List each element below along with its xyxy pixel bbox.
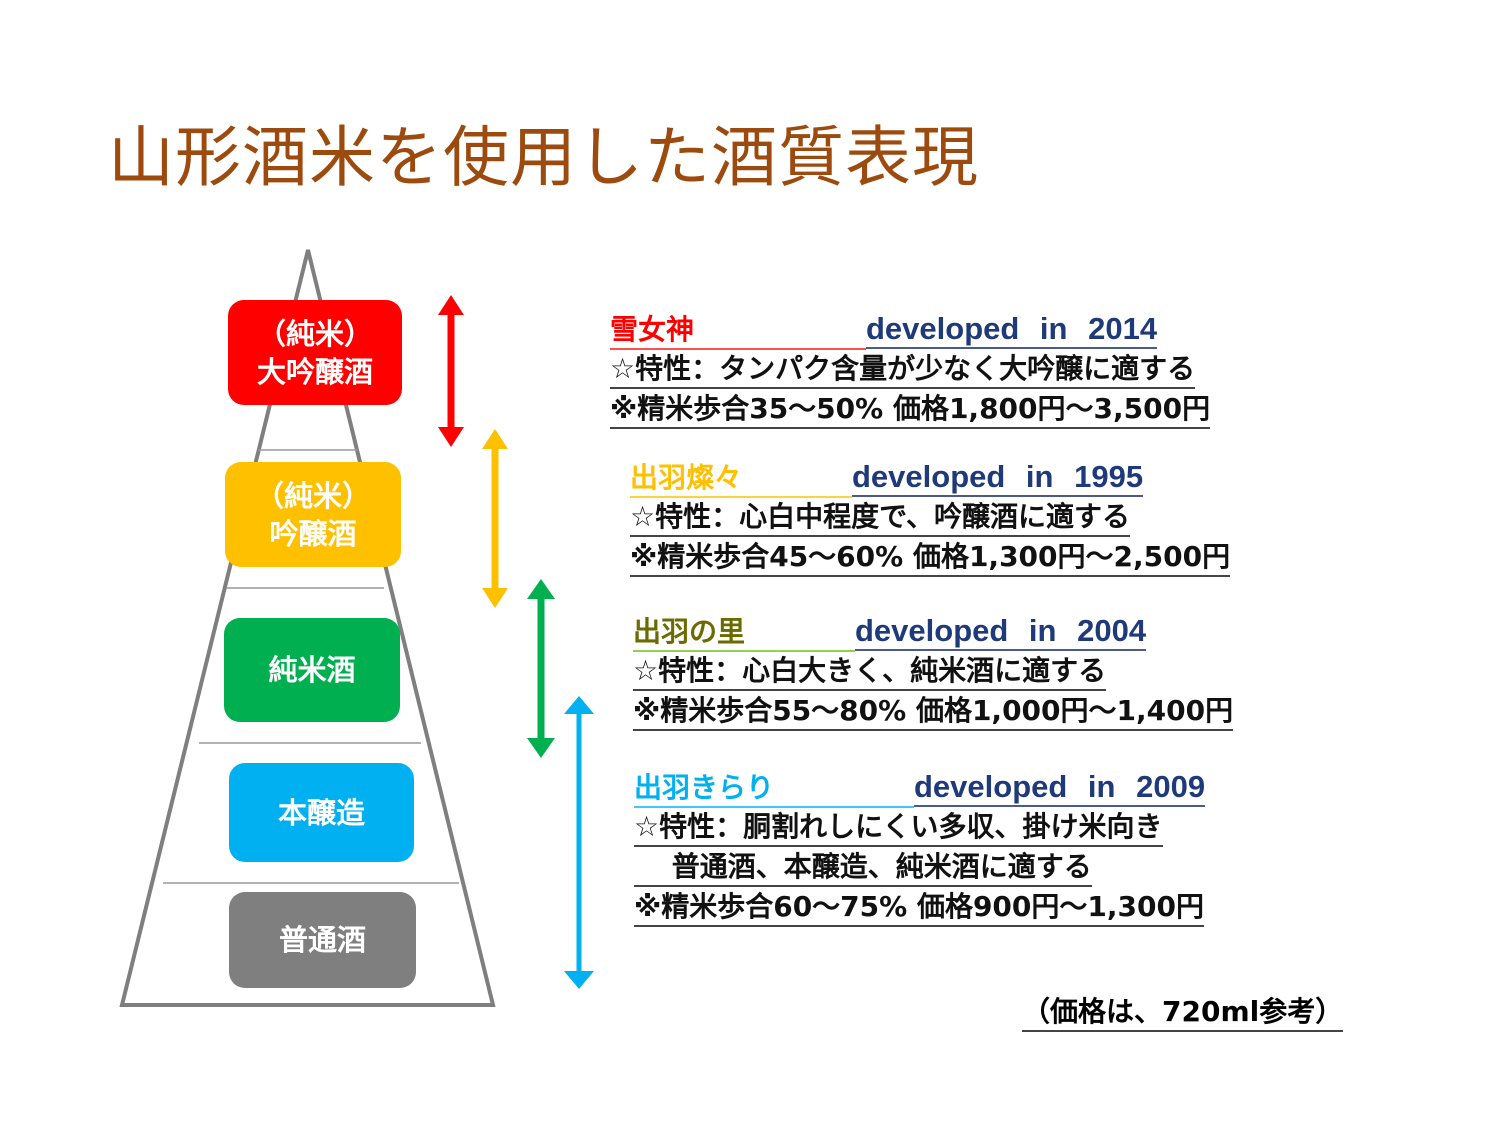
- range-arrow-green: [527, 579, 555, 758]
- rice-polish-price: ※精米歩合35～50% 価格1,800円～3,500円: [610, 392, 1211, 429]
- developed-year: developed in 1995: [852, 459, 1144, 497]
- pyramid-tier-junmai: 純米酒: [224, 618, 400, 722]
- rice-polish-price: ※精米歩合55～80% 価格1,000円～1,400円: [633, 694, 1234, 731]
- developed-year: developed in 2004: [855, 613, 1147, 651]
- rice-feature: ☆特性：心白中程度で、吟醸酒に適する: [630, 500, 1130, 537]
- rice-name: 雪女神: [610, 313, 866, 350]
- rice-name: 出羽きらり: [634, 771, 914, 808]
- pyramid-tier-futsushu: 普通酒: [229, 892, 416, 988]
- slide-title: 山形酒米を使用した酒質表現: [108, 119, 979, 196]
- rice-polish-price: ※精米歩合60～75% 価格900円～1,300円: [634, 890, 1204, 927]
- rice-name: 出羽燦々: [630, 461, 852, 498]
- rice-name: 出羽の里: [633, 615, 855, 652]
- developed-year: developed in 2014: [866, 311, 1158, 349]
- price-note: （価格は、720ml参考）: [1022, 990, 1344, 1032]
- rice-feature-cont: 普通酒、本醸造、純米酒に適する: [634, 850, 1092, 887]
- pyramid-tier-daiginjo: （純米） 大吟醸酒: [228, 300, 402, 405]
- rice-feature: ☆特性：胴割れしにくい多収、掛け米向き: [634, 810, 1163, 847]
- rice-feature: ☆特性：タンパク含量が少なく大吟醸に適する: [610, 352, 1196, 389]
- pyramid-tier-ginjo: （純米） 吟醸酒: [225, 462, 401, 567]
- pyramid-tier-honjozo: 本醸造: [229, 763, 414, 862]
- developed-year: developed in 2009: [914, 769, 1206, 807]
- pyramid-outline: [119, 249, 496, 1007]
- range-arrow-blue: [564, 696, 594, 989]
- rice-polish-price: ※精米歩合45～60% 価格1,300円～2,500円: [630, 540, 1231, 577]
- range-arrow-yellow: [482, 429, 508, 608]
- range-arrow-red: [438, 295, 464, 447]
- rice-feature: ☆特性：心白大きく、純米酒に適する: [633, 654, 1107, 691]
